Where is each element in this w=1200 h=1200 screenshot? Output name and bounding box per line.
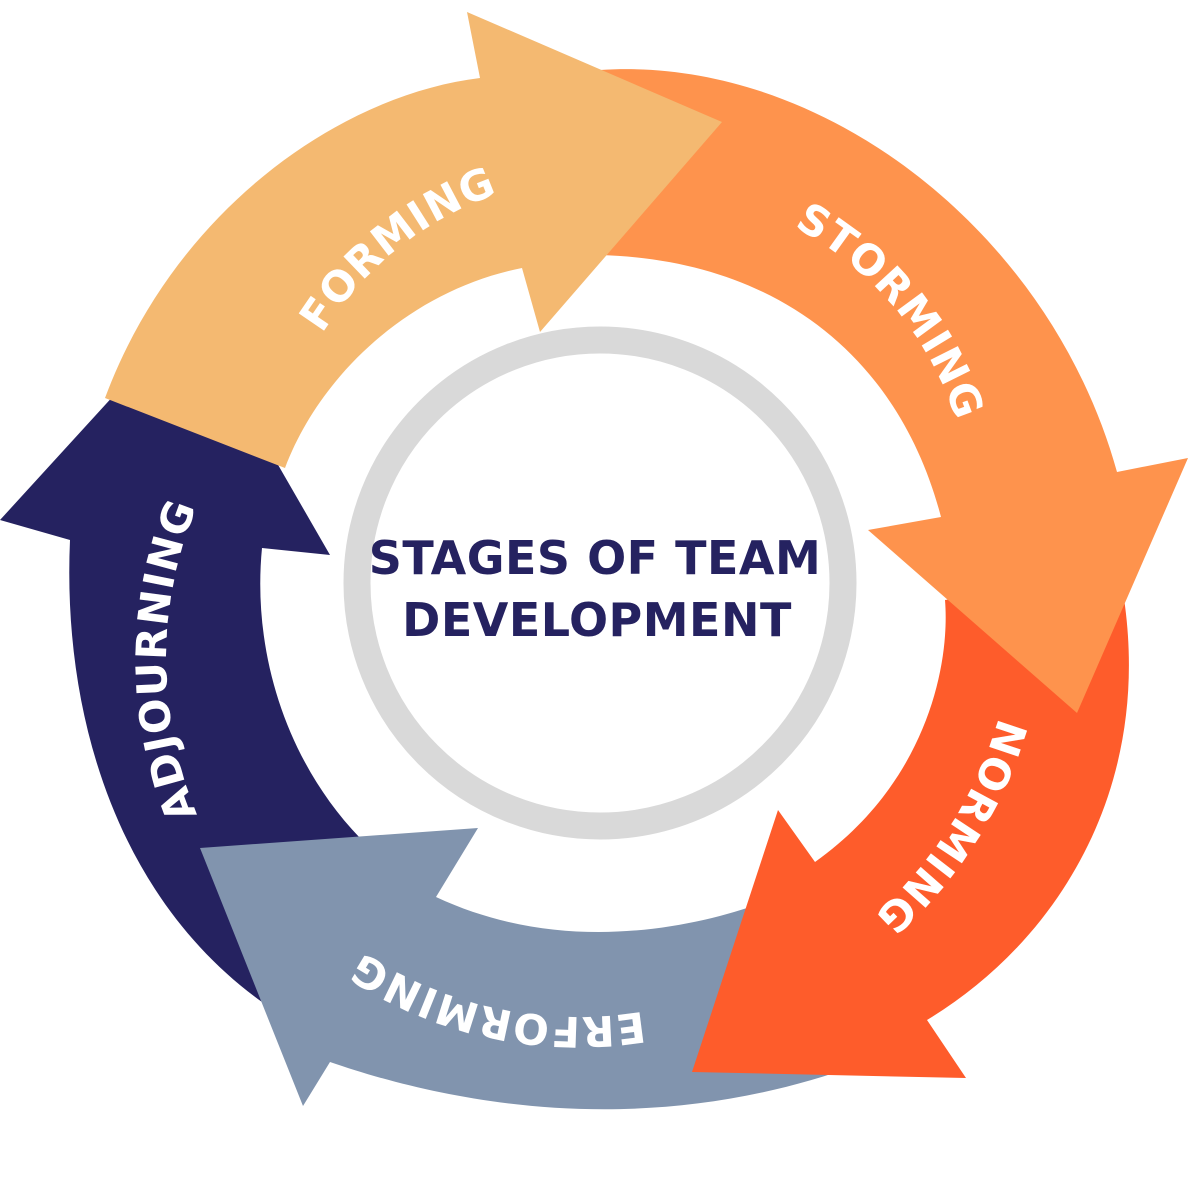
stage-arrow-adjourning <box>0 312 360 1002</box>
stage-arrow-norming <box>692 575 1129 1078</box>
stage-arrow-storming <box>600 69 1188 713</box>
center-title-line-2: DEVELOPMENT <box>402 593 792 647</box>
center-title-line-1: STAGES OF TEAM <box>369 531 822 585</box>
center-ring <box>343 326 857 840</box>
stage-arrow-performing <box>200 828 860 1110</box>
stage-arrow-forming <box>105 12 722 468</box>
